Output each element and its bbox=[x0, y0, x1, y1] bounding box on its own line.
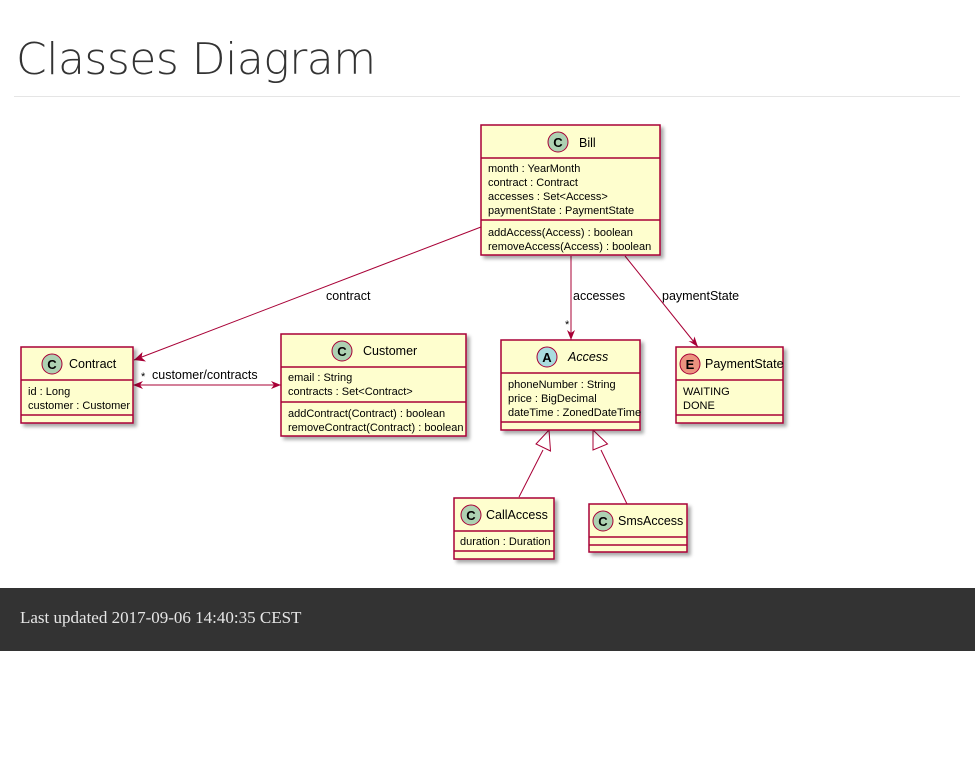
relation-bill-access: accesses * bbox=[565, 256, 625, 340]
enum-value: DONE bbox=[683, 400, 715, 412]
class-name: Customer bbox=[363, 344, 417, 358]
class-badge-icon bbox=[331, 340, 353, 362]
class-badge-icon bbox=[547, 131, 569, 153]
arrow-head bbox=[567, 330, 575, 340]
class-badge-letter: C bbox=[598, 514, 608, 529]
class-field: price : BigDecimal bbox=[508, 393, 597, 405]
class-method: addContract(Contract) : boolean bbox=[288, 408, 445, 420]
enum-paymentstate: E PaymentState WAITING DONE bbox=[675, 346, 784, 424]
class-field: contracts : Set<Contract> bbox=[288, 386, 413, 398]
class-method: addAccess(Access) : boolean bbox=[488, 227, 633, 239]
last-updated-text: Last updated 2017-09-06 14:40:35 CEST bbox=[20, 608, 302, 627]
relation-label-paymentstate: paymentState bbox=[662, 289, 739, 303]
class-method: removeContract(Contract) : boolean bbox=[288, 422, 463, 434]
class-badge-letter: C bbox=[47, 357, 57, 372]
relation-label-contract: contract bbox=[326, 289, 371, 303]
class-field: contract : Contract bbox=[488, 177, 578, 189]
class-name: Access bbox=[567, 350, 608, 364]
title-divider bbox=[14, 96, 960, 97]
class-field: email : String bbox=[288, 372, 352, 384]
class-access: A Access phoneNumber : String price : Bi… bbox=[500, 339, 641, 431]
class-field: dateTime : ZonedDateTime bbox=[508, 407, 641, 419]
arrow-head bbox=[134, 352, 146, 362]
class-field: accesses : Set<Access> bbox=[488, 191, 608, 203]
class-method: removeAccess(Access) : boolean bbox=[488, 241, 651, 253]
abstract-badge-icon bbox=[536, 346, 558, 368]
class-callaccess: C CallAccess duration : Duration bbox=[453, 497, 555, 560]
relation-bill-paymentstate: paymentState bbox=[624, 255, 739, 348]
class-customer: C Customer email : String contracts : Se… bbox=[280, 333, 467, 437]
multiplicity-label: * bbox=[565, 319, 570, 331]
generalization-callaccess bbox=[518, 428, 552, 498]
class-badge-letter: A bbox=[542, 350, 552, 365]
class-field: duration : Duration bbox=[460, 536, 551, 548]
relation-contract-customer: * customer/contracts bbox=[133, 368, 281, 389]
class-badge-icon bbox=[41, 353, 63, 375]
relation-label-accesses: accesses bbox=[573, 289, 625, 303]
arrow-head bbox=[133, 381, 143, 389]
class-name: SmsAccess bbox=[618, 514, 683, 528]
class-field: phoneNumber : String bbox=[508, 379, 616, 391]
class-badge-letter: E bbox=[686, 357, 695, 372]
class-field: paymentState : PaymentState bbox=[488, 205, 634, 217]
class-name: Contract bbox=[69, 357, 117, 371]
class-name: PaymentState bbox=[705, 357, 784, 371]
class-field: customer : Customer bbox=[28, 400, 130, 412]
arrow-head bbox=[688, 336, 698, 347]
class-smsaccess: C SmsAccess bbox=[588, 503, 688, 553]
class-badge-icon bbox=[592, 510, 614, 532]
multiplicity-label: * bbox=[141, 371, 146, 383]
class-name: Bill bbox=[579, 136, 596, 150]
class-badge-letter: C bbox=[337, 344, 347, 359]
class-badge-icon bbox=[460, 504, 482, 526]
class-badge-letter: C bbox=[553, 135, 563, 150]
class-bill: C Bill month : YearMonth contract : Cont… bbox=[480, 124, 661, 256]
class-contract: C Contract id : Long customer : Customer bbox=[20, 346, 134, 424]
class-field: id : Long bbox=[28, 386, 70, 398]
inheritance-triangle bbox=[535, 428, 552, 452]
enum-badge-icon bbox=[679, 353, 701, 375]
class-field: month : YearMonth bbox=[488, 163, 580, 175]
enum-value: WAITING bbox=[683, 386, 730, 398]
page-title: Classes Diagram bbox=[16, 34, 376, 85]
relation-label-customer-contracts: customer/contracts bbox=[152, 368, 258, 382]
page-footer: Last updated 2017-09-06 14:40:35 CEST bbox=[0, 588, 975, 651]
class-diagram: contract accesses * paymentState * custo… bbox=[20, 124, 784, 560]
arrow-head bbox=[271, 381, 281, 389]
class-badge-letter: C bbox=[466, 508, 476, 523]
class-name: CallAccess bbox=[486, 508, 548, 522]
generalization-smsaccess bbox=[592, 428, 628, 505]
relation-bill-contract: contract bbox=[133, 226, 482, 362]
inheritance-triangle bbox=[592, 428, 609, 451]
